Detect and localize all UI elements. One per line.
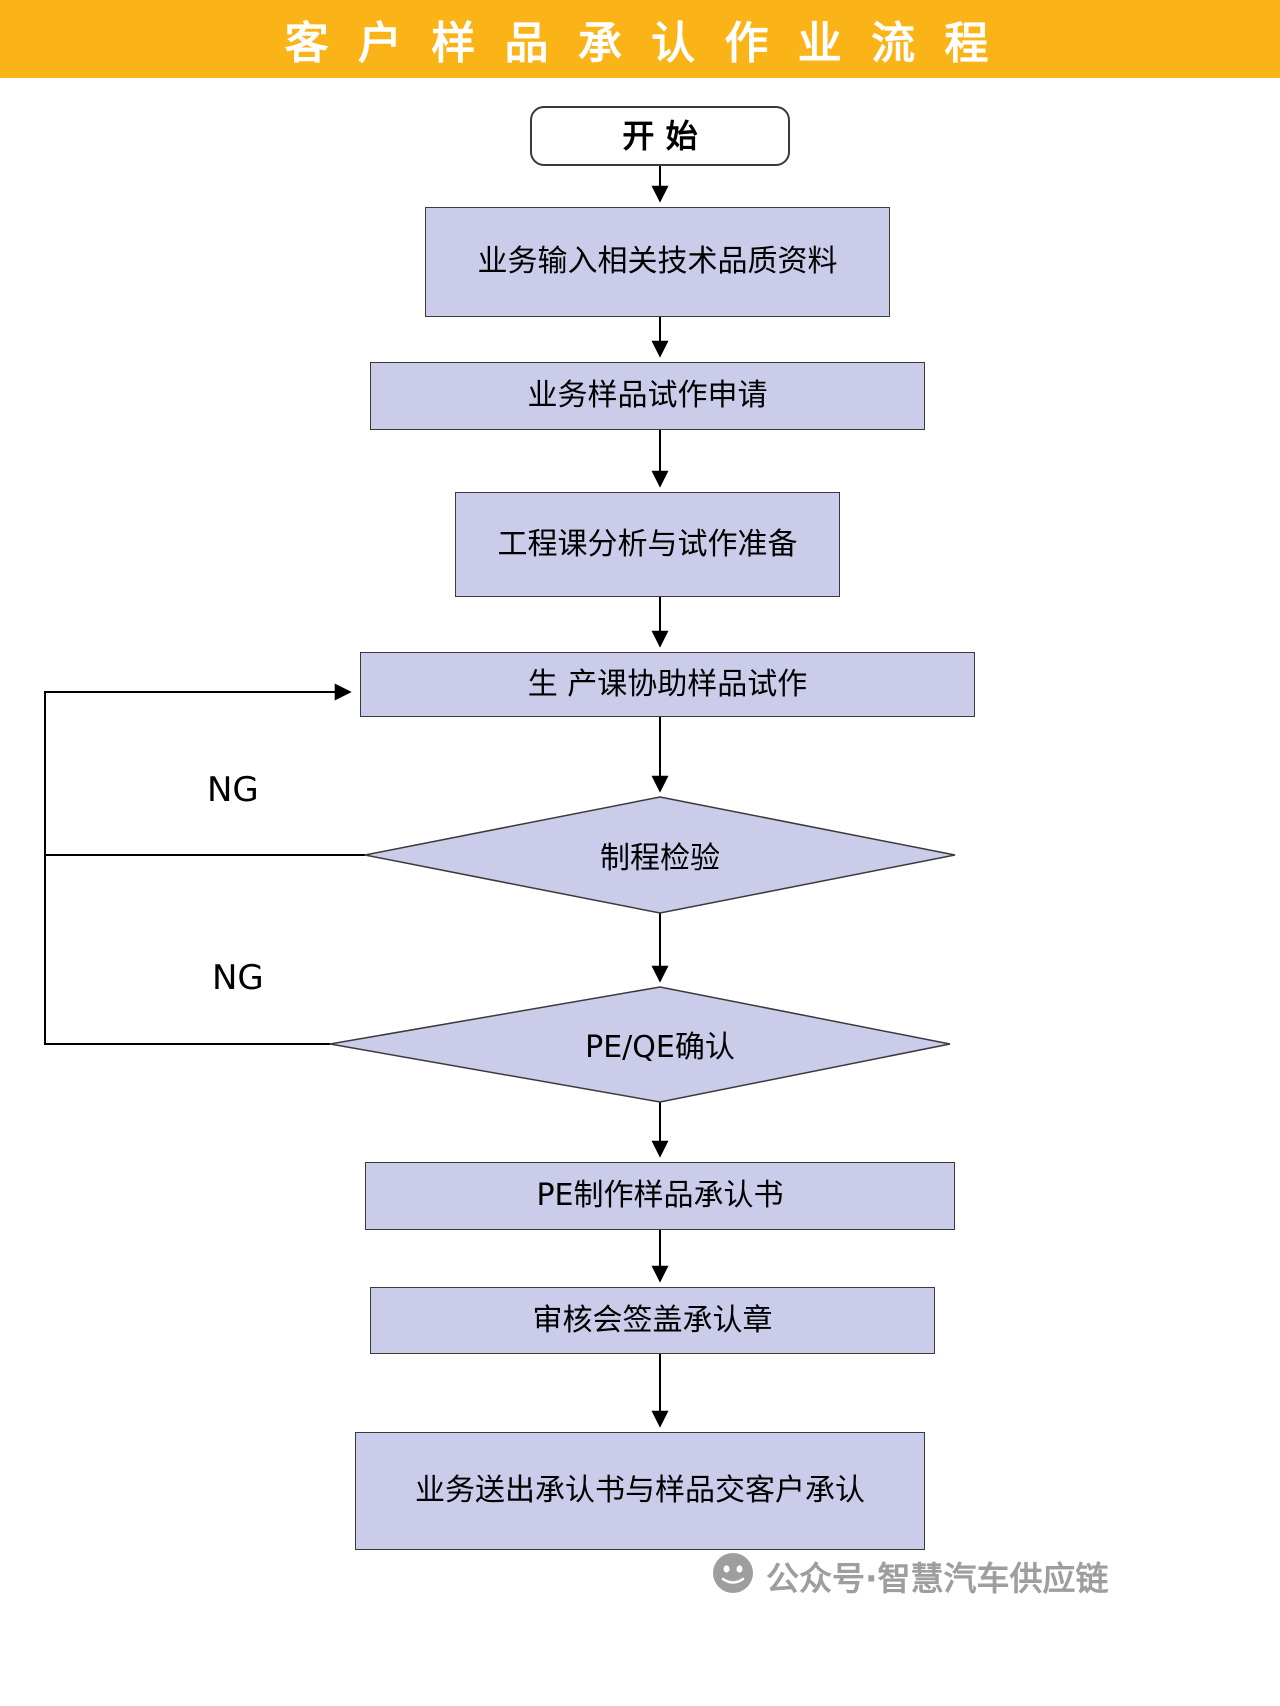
ng-feedback-line-decision2 xyxy=(44,683,352,1045)
ng-label-decision2: NG xyxy=(212,958,264,998)
watermark: 公众号·智慧汽车供应链 xyxy=(712,1552,1109,1600)
flow-node-input-tech-quality-data: 业务输入相关技术品质资料 xyxy=(425,207,890,317)
watermark-text: 公众号·智慧汽车供应链 xyxy=(766,1559,1109,1598)
decision-label-process-inspection: 制程检验 xyxy=(600,841,720,876)
connector-layer xyxy=(44,166,956,1428)
flow-node-start: 开 始 xyxy=(530,106,790,166)
flow-node-production-assist-trial: 生 产课协助样品试作 xyxy=(360,652,975,717)
flow-node-engineering-analysis-preparation: 工程课分析与试作准备 xyxy=(455,492,840,597)
decision-label-pe-qe-confirm: PE/QE确认 xyxy=(585,1030,735,1065)
title-banner: 客 户 样 品 承 认 作 业 流 程 xyxy=(0,0,1280,78)
flow-node-sample-trial-application: 业务样品试作申请 xyxy=(370,362,925,430)
decision-diamond-process-inspection xyxy=(364,796,956,914)
wechat-icon xyxy=(712,1553,754,1597)
flow-node-pe-make-approval-sheet: PE制作样品承认书 xyxy=(365,1162,955,1230)
flow-node-send-approval-to-customer: 业务送出承认书与样品交客户承认 xyxy=(355,1432,925,1550)
ng-label-decision1: NG xyxy=(207,770,259,810)
page-title: 客 户 样 品 承 认 作 业 流 程 xyxy=(284,18,996,69)
flow-node-review-countersign-stamp: 审核会签盖承认章 xyxy=(370,1287,935,1354)
flowchart-canvas: 开 始 业务输入相关技术品质资料 业务样品试作申请 工程课分析与试作准备 生 产… xyxy=(0,78,1280,1706)
decision-diamond-pe-qe-confirm xyxy=(329,986,951,1103)
